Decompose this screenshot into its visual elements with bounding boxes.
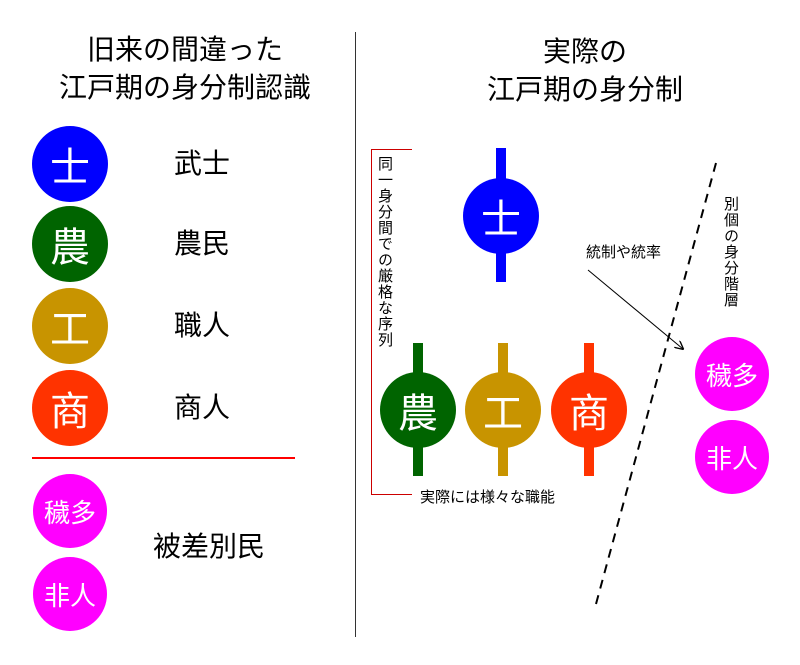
- bracket-note: 同一身分間での厳格な序列: [376, 156, 394, 348]
- right-merchant-circle: 商: [551, 372, 627, 448]
- left-outcast-label: 被差別民: [153, 530, 266, 563]
- separate-hierarchy-label: 別個の身分階層: [722, 196, 740, 308]
- left-class-circle-merchant: 商: [32, 370, 108, 446]
- left-class-label-merchant: 商人: [174, 391, 231, 424]
- right-artisan-circle: 工: [465, 372, 541, 448]
- dashed-separator: [595, 162, 717, 605]
- right-outcast-circle-eta: 穢多: [695, 337, 769, 411]
- right-farmer-circle: 農: [380, 372, 456, 448]
- center-divider: [355, 32, 356, 637]
- left-outcast-circle-hinin: 非人: [33, 557, 107, 631]
- left-class-circle-farmer: 農: [32, 206, 108, 282]
- left-class-label-artisan: 職人: [174, 309, 231, 342]
- occupation-note: 実際には様々な職能: [420, 488, 556, 506]
- left-title-line1: 旧来の間違った: [86, 33, 283, 66]
- hierarchy-bracket: [371, 149, 412, 495]
- right-title-line1: 実際の: [542, 35, 627, 68]
- left-class-circle-artisan: 工: [32, 288, 108, 364]
- left-title-line2: 江戸期の身分制認識: [58, 71, 311, 104]
- left-outcast-circle-eta: 穢多: [33, 474, 107, 548]
- control-arrow: [587, 269, 683, 349]
- right-title-line2: 江戸期の身分制: [486, 73, 683, 106]
- arrow-label: 統制や統率: [586, 243, 662, 261]
- left-red-separator: [32, 457, 295, 459]
- left-class-circle-samurai: 士: [32, 126, 108, 202]
- left-class-label-farmer: 農民: [174, 227, 231, 260]
- left-class-label-samurai: 武士: [174, 147, 231, 180]
- right-samurai-circle: 士: [463, 178, 539, 254]
- right-outcast-circle-hinin: 非人: [695, 420, 769, 494]
